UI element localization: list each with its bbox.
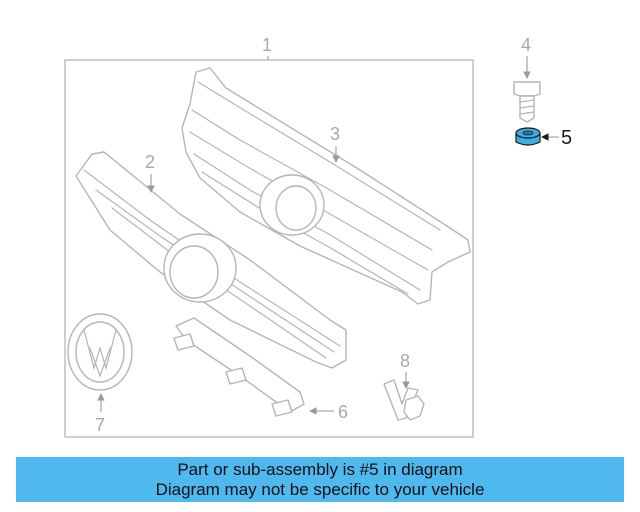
nut-hole	[522, 130, 534, 136]
badge[interactable]	[383, 379, 425, 421]
callout-6: 6	[338, 402, 348, 422]
banner-line-1: Part or sub-assembly is #5 in diagram	[177, 460, 463, 479]
callout-1: 1	[262, 35, 272, 55]
callout-2: 2	[145, 152, 155, 172]
callout-8: 8	[400, 351, 410, 371]
clip-nut-highlighted[interactable]	[515, 127, 541, 146]
assembly-frame	[64, 59, 474, 438]
callout-7: 7	[95, 415, 105, 435]
upper-grille[interactable]	[181, 67, 471, 305]
screw[interactable]	[513, 81, 541, 123]
emblem[interactable]	[67, 313, 133, 391]
lower-grille[interactable]	[75, 151, 347, 369]
callout-5: 5	[561, 127, 572, 149]
banner-line-2: Diagram may not be specific to your vehi…	[155, 480, 485, 499]
grille-bracket[interactable]	[173, 317, 305, 417]
callout-4: 4	[521, 35, 531, 55]
callout-3: 3	[330, 124, 340, 144]
info-banner: Part or sub-assembly is #5 in diagram Di…	[16, 457, 624, 502]
